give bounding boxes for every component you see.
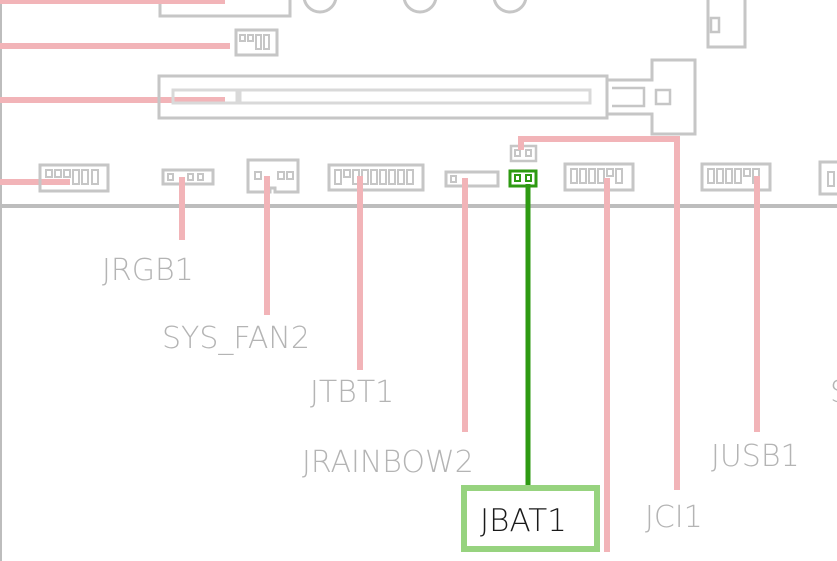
connector-partial-right: [818, 160, 837, 196]
label-jusb1: JUSB1: [711, 439, 800, 474]
label-sys-fan2: SYS_FAN2: [162, 321, 310, 356]
label-jbat1: JBAT1: [480, 503, 567, 539]
mounting-hole: [402, 0, 438, 14]
top-component-outline: [158, 0, 292, 18]
label-jrgb1: JRGB1: [102, 253, 194, 288]
label-partial-right: S: [830, 375, 837, 410]
label-jrainbow2: JRAINBOW2: [302, 445, 474, 480]
pcie-slot: [157, 58, 697, 136]
vertical-connector-outline: [706, 0, 747, 49]
mounting-hole: [302, 0, 338, 14]
connector-jtbt1: [327, 163, 425, 192]
connector-jrgb1: [161, 168, 215, 186]
connector-jrainbow2: [444, 170, 500, 188]
vertical-connector-slot: [709, 16, 721, 34]
jbat1-highlight-box: [461, 485, 600, 552]
connector-jaud-like: [38, 163, 110, 193]
pin-header-small: [234, 28, 279, 57]
label-jci1: JCI1: [645, 500, 703, 535]
connector-sys-fan2: [246, 158, 300, 194]
connector-jbat1-highlight: [508, 169, 538, 188]
label-jtbt1: JTBT1: [310, 375, 394, 410]
mounting-hole: [492, 0, 528, 14]
leader-jci1: [518, 136, 680, 490]
connector-jci1-area: [563, 162, 635, 192]
